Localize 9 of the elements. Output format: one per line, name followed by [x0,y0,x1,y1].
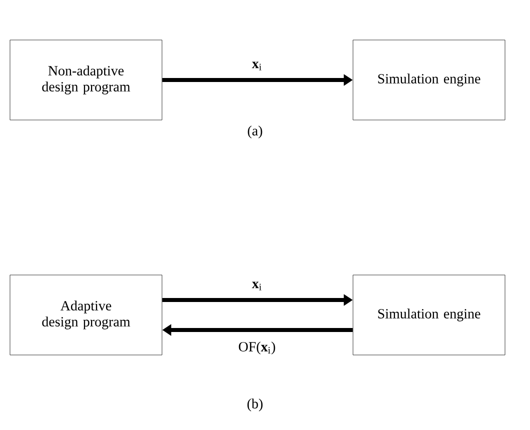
process-box: Non-adaptive design program [10,40,162,120]
edge-label: x$_{i}$ [252,282,262,290]
process-box: Simulation engine [352,274,506,356]
panel-label: (a) [248,126,262,138]
process-box: Simulation engine [352,40,506,120]
edge-label: OF(x$_{i}$) [238,342,276,354]
edge-label: x$_{i}$ [252,62,262,70]
panel-label: (b) [247,398,263,412]
process-box: Adaptive design program [10,274,162,356]
